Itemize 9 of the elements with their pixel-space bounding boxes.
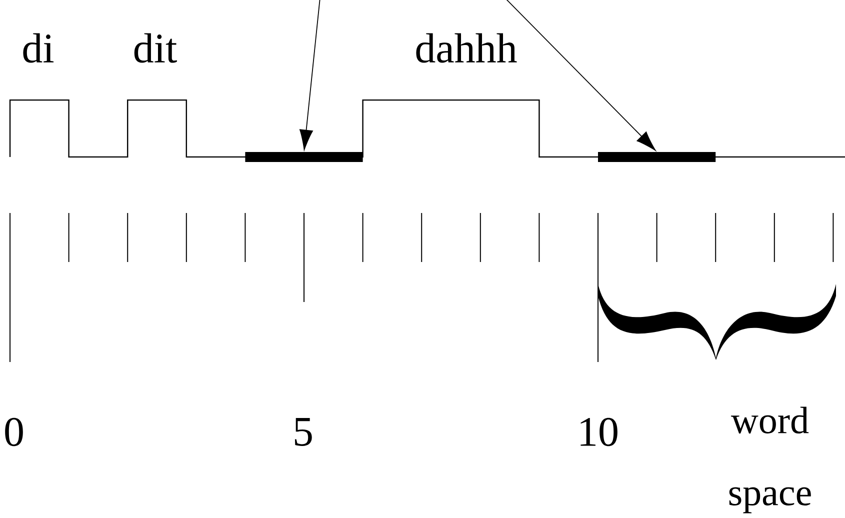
axis-label: dit xyxy=(134,33,177,63)
axis-label: 0 xyxy=(5,418,23,446)
axis-label: dahhh xyxy=(416,33,517,63)
arrow xyxy=(300,0,320,150)
arrow xyxy=(504,0,656,151)
axis-label: 10 xyxy=(580,418,618,446)
axis-label: word space xyxy=(729,406,811,514)
axis-label: di xyxy=(23,33,54,63)
axis-label: 5 xyxy=(294,418,312,446)
